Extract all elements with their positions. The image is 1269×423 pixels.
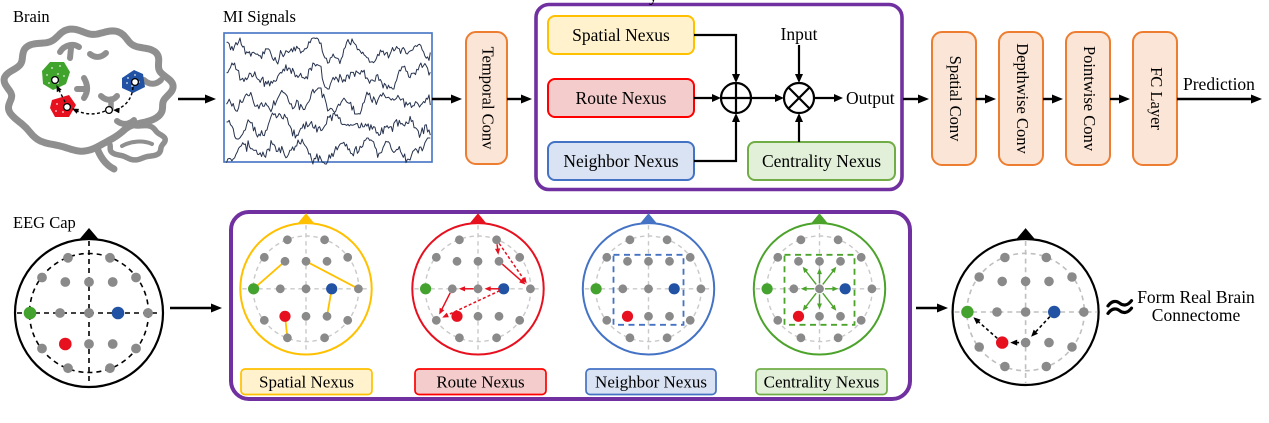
svg-text:Pointwise Conv: Pointwise Conv xyxy=(1080,46,1099,152)
svg-text:Prediction: Prediction xyxy=(1183,74,1255,94)
svg-text:MI Signals: MI Signals xyxy=(223,7,296,26)
svg-text:Depthwise Conv: Depthwise Conv xyxy=(1013,43,1032,154)
svg-text:y: y xyxy=(649,0,658,6)
svg-text:Route Nexus: Route Nexus xyxy=(576,88,667,108)
svg-text:Route Nexus: Route Nexus xyxy=(436,373,524,392)
svg-text:Brain: Brain xyxy=(13,7,50,26)
svg-text:Neighbor Nexus: Neighbor Nexus xyxy=(563,151,678,171)
svg-text:Form Real Brain: Form Real Brain xyxy=(1137,287,1255,307)
svg-text:EEG Cap: EEG Cap xyxy=(13,213,76,232)
svg-text:Centrality Nexus: Centrality Nexus xyxy=(762,151,881,171)
svg-text:Centrality Nexus: Centrality Nexus xyxy=(764,373,880,392)
svg-text:Spatial Nexus: Spatial Nexus xyxy=(572,25,670,45)
svg-text:Input: Input xyxy=(781,24,818,44)
svg-text:Temporal Conv: Temporal Conv xyxy=(479,47,498,151)
svg-text:FC Layer: FC Layer xyxy=(1147,67,1166,130)
svg-text:Spatial Nexus: Spatial Nexus xyxy=(259,373,354,392)
svg-text:Connectome: Connectome xyxy=(1152,305,1241,325)
svg-text:Neighbor Nexus: Neighbor Nexus xyxy=(595,373,707,392)
svg-text:Output: Output xyxy=(846,88,895,108)
svg-text:Spatial Conv: Spatial Conv xyxy=(946,56,965,142)
